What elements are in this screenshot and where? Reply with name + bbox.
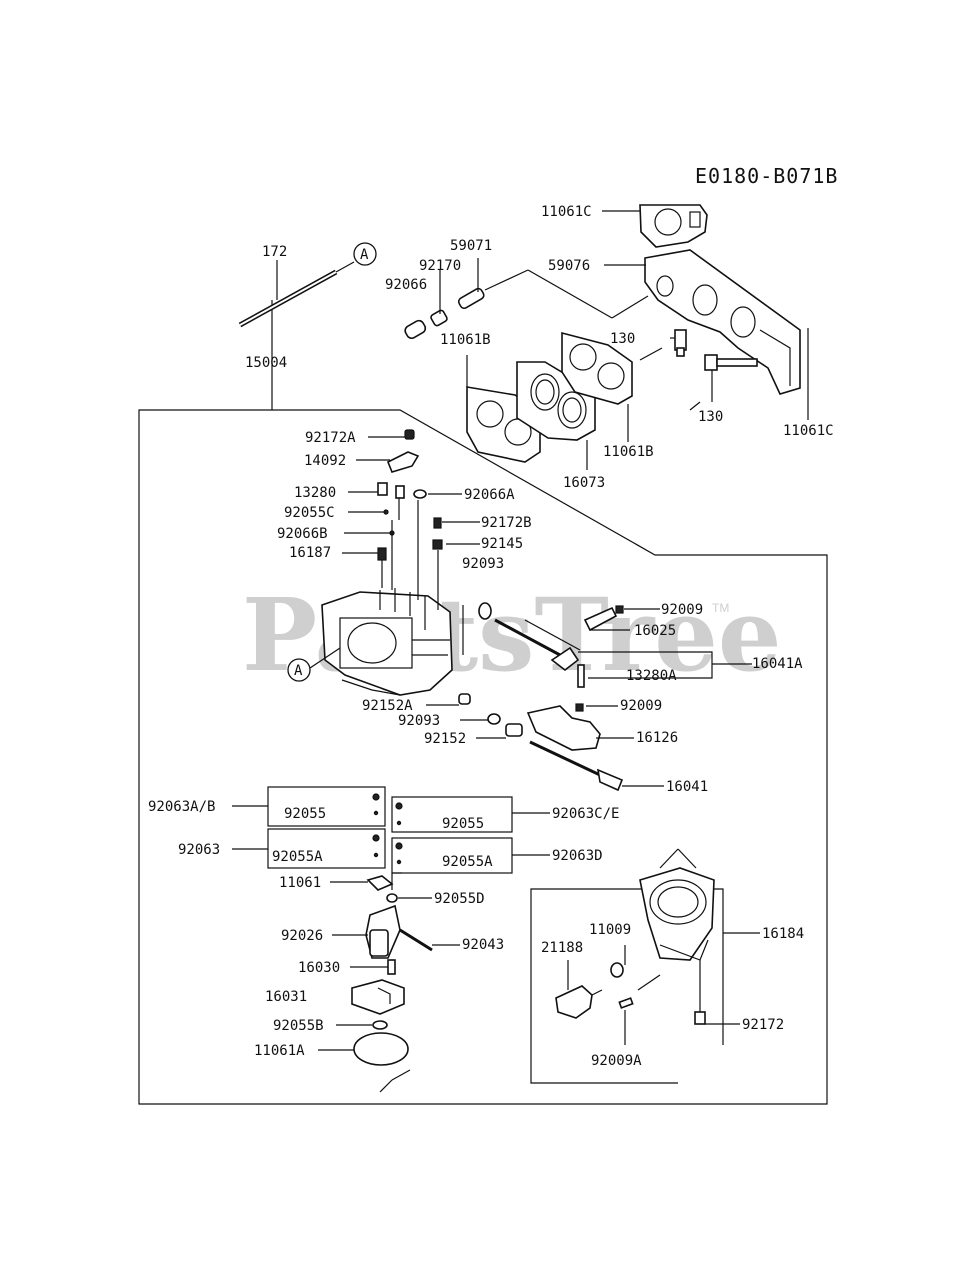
label-16126: 16126	[636, 730, 678, 746]
label-11061c-top: 11061C	[541, 204, 592, 220]
label-172: 172	[262, 244, 287, 260]
part-16126-plate	[526, 705, 601, 751]
svg-text:A: A	[360, 247, 369, 263]
label-16025: 16025	[634, 623, 676, 639]
label-92093-mid: 92093	[398, 713, 440, 729]
label-92172b: 92172B	[481, 515, 532, 531]
watermark-trademark: TM	[712, 601, 729, 615]
label-92152a: 92152A	[362, 698, 413, 714]
label-130-b: 130	[698, 409, 723, 425]
part-11061c-gasket-top	[602, 204, 708, 248]
lower-carb-fittings	[458, 693, 584, 737]
label-92009-top: 92009	[661, 602, 703, 618]
label-16030: 16030	[298, 960, 340, 976]
label-92063ab: 92063A/B	[148, 799, 215, 815]
label-92063ce: 92063C/E	[552, 806, 619, 822]
label-13280: 13280	[294, 485, 336, 501]
label-92066b: 92066B	[277, 526, 328, 542]
label-92009a: 92009A	[591, 1053, 642, 1069]
label-16041: 16041	[666, 779, 708, 795]
label-11061c-right: 11061C	[783, 423, 834, 439]
label-92170: 92170	[419, 258, 461, 274]
part-carburetor-body	[321, 588, 453, 696]
label-14092: 14092	[304, 453, 346, 469]
label-11009: 11009	[589, 922, 631, 938]
label-59071: 59071	[450, 238, 492, 254]
label-92055b: 92055B	[273, 1018, 324, 1034]
label-92009-mid: 92009	[620, 698, 662, 714]
label-11061: 11061	[279, 875, 321, 891]
label-16031: 16031	[265, 989, 307, 1005]
label-11061b-left: 11061B	[440, 332, 491, 348]
label-92093-top: 92093	[462, 556, 504, 572]
diagram-code: E0180-B071B	[695, 164, 838, 188]
label-92152: 92152	[424, 731, 466, 747]
label-130-a: 130	[610, 331, 635, 347]
label-92066: 92066	[385, 277, 427, 293]
label-59076: 59076	[548, 258, 590, 274]
part-130-bolts	[639, 329, 758, 402]
label-92043: 92043	[462, 937, 504, 953]
part-16041-choke-rod	[529, 740, 624, 792]
float-bowl-parts	[351, 872, 433, 1093]
throttle-choke-parts	[462, 602, 624, 688]
carb-top-small-parts	[377, 429, 443, 610]
callout-a-body: A	[287, 647, 341, 682]
label-92172a: 92172A	[305, 430, 356, 446]
part-59071-92170-92066	[404, 258, 613, 340]
label-11061a: 11061A	[254, 1043, 305, 1059]
label-13280a: 13280A	[626, 668, 677, 684]
part-labels: 11061C 59076 172 59071 92170 92066 11061…	[148, 204, 834, 1069]
part-16184-diaphragm	[555, 848, 715, 1025]
label-16187: 16187	[289, 545, 331, 561]
svg-text:A: A	[294, 663, 303, 679]
label-16041a: 16041A	[752, 656, 803, 672]
label-92055c: 92055C	[284, 505, 335, 521]
label-92055d: 92055D	[434, 891, 485, 907]
label-11061b-right: 11061B	[603, 444, 654, 460]
label-92055-box2: 92055	[442, 816, 484, 832]
label-92063d: 92063D	[552, 848, 603, 864]
label-92055a-box4: 92055A	[442, 854, 493, 870]
label-92063: 92063	[178, 842, 220, 858]
label-92145: 92145	[481, 536, 523, 552]
label-16073: 16073	[563, 475, 605, 491]
part-59076-intake-manifold	[604, 249, 801, 395]
assembly-frame-15004	[138, 300, 828, 1105]
callout-a-top: A	[353, 242, 377, 266]
jet-markers	[372, 793, 403, 865]
part-172-rod	[238, 260, 355, 328]
label-16184: 16184	[762, 926, 804, 942]
part-11061b-gasket-right	[561, 331, 633, 442]
box-92063ce	[391, 796, 513, 833]
leader-lines	[232, 401, 809, 1051]
label-92055a-box3: 92055A	[272, 849, 323, 865]
label-92066a: 92066A	[464, 487, 515, 503]
label-92055-box1: 92055	[284, 806, 326, 822]
label-92026: 92026	[281, 928, 323, 944]
label-21188: 21188	[541, 940, 583, 956]
label-15004: 15004	[245, 355, 287, 371]
label-92172: 92172	[742, 1017, 784, 1033]
